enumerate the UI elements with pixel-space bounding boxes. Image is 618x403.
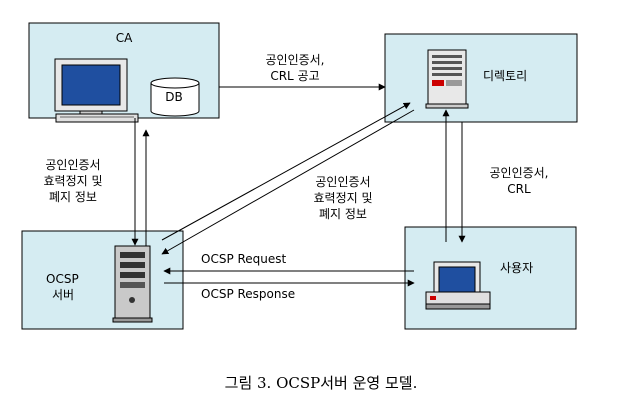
- arrow-directory-to-ocsp: [161, 109, 415, 255]
- ocsp-request-label: OCSP Request: [201, 252, 287, 266]
- ocsp-server-icon: [112, 245, 153, 323]
- figure-caption: 그림 3. OCSP서버 운영 모델.: [225, 374, 418, 392]
- directory-user-label-line1: 공인인증서,: [489, 166, 548, 180]
- ocsp-directory-label-line2: 효력정지 및: [313, 191, 372, 205]
- directory-user-label-line2: CRL: [507, 182, 531, 196]
- ca-directory-label-line2: CRL 공고: [270, 69, 319, 83]
- arrow-ocsp-to-directory: [161, 102, 411, 241]
- directory-server-icon: [425, 49, 469, 109]
- database-icon: [150, 77, 200, 117]
- ocsp-server-box: [21, 230, 184, 330]
- ocsp-directory-label-line3: 폐지 정보: [319, 207, 367, 221]
- user-box: [404, 226, 577, 330]
- ocsp-directory-label-line1: 공인인증서: [315, 175, 370, 189]
- directory-box: [384, 33, 578, 123]
- user-computer-icon: [425, 261, 491, 310]
- ca-directory-label-line1: 공인인증서,: [265, 53, 324, 67]
- ca-ocsp-label-line2: 효력정지 및: [43, 174, 102, 188]
- ca-ocsp-label-line1: 공인인증서: [45, 158, 100, 172]
- db-label: DB: [165, 90, 182, 104]
- ocsp-label-line1: OCSP: [46, 272, 79, 286]
- ca-label: CA: [116, 31, 133, 45]
- ocsp-label-line2: 서버: [52, 288, 74, 302]
- directory-label: 디렉토리: [483, 69, 527, 83]
- ca-ocsp-label-line3: 폐지 정보: [49, 190, 97, 204]
- ca-computer-icon: [54, 58, 139, 123]
- user-label: 사용자: [500, 261, 533, 275]
- ocsp-response-label: OCSP Response: [201, 287, 295, 301]
